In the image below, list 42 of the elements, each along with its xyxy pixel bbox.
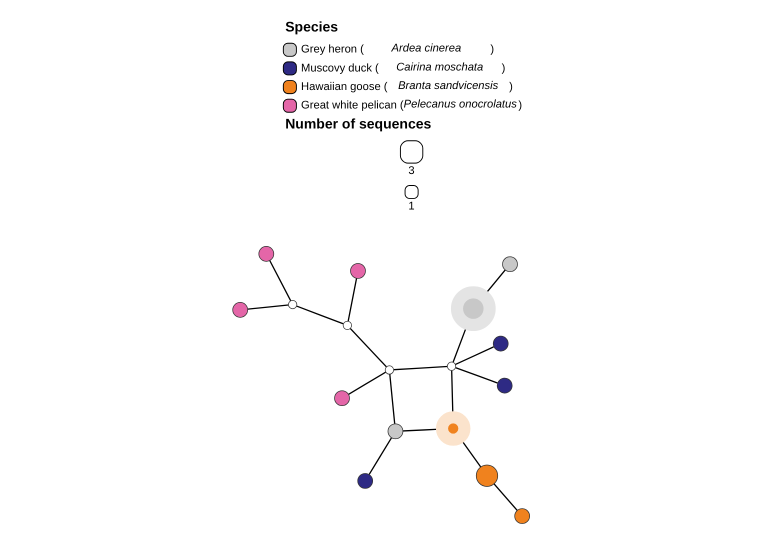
connector bbox=[451, 370, 454, 414]
connector bbox=[452, 327, 467, 362]
node-circle bbox=[357, 473, 374, 489]
connector bbox=[486, 270, 506, 294]
node-circle bbox=[502, 256, 518, 272]
node-circle bbox=[388, 423, 404, 440]
connector bbox=[269, 260, 292, 301]
legend-label: Great white pelican (Pelecanus onocrolatus) bbox=[301, 98, 522, 112]
connector bbox=[368, 437, 392, 475]
node-circle bbox=[514, 508, 530, 524]
connector bbox=[455, 346, 494, 366]
connector bbox=[348, 278, 358, 322]
connector bbox=[494, 483, 518, 511]
legend-label: 1 bbox=[408, 200, 415, 212]
connector bbox=[350, 328, 387, 368]
node-circle bbox=[334, 390, 350, 406]
node-circle bbox=[384, 365, 394, 375]
legend-label: Muscovy duck (Cairina moschata) bbox=[301, 61, 506, 74]
node-circle bbox=[342, 320, 352, 330]
node-circle bbox=[496, 378, 513, 394]
connector bbox=[402, 428, 438, 432]
connector bbox=[296, 305, 344, 324]
connector bbox=[389, 374, 396, 424]
node-circle bbox=[350, 263, 366, 279]
node-circle bbox=[447, 362, 456, 371]
node-circle bbox=[476, 464, 498, 487]
node-circle bbox=[232, 302, 248, 318]
connector bbox=[348, 372, 386, 395]
connector bbox=[461, 440, 482, 468]
legend-label: Hawaiian goose (Branta sandvicensis) bbox=[301, 80, 513, 93]
label: Species bbox=[285, 18, 338, 35]
legend-label: 3 bbox=[408, 164, 415, 177]
legend-label: Grey heron (Ardea cinerea) bbox=[301, 42, 494, 56]
node-circle bbox=[288, 300, 298, 310]
connector bbox=[394, 366, 448, 370]
node-circle bbox=[492, 336, 509, 352]
node-circle bbox=[258, 246, 274, 262]
connector bbox=[456, 367, 498, 384]
node-circle bbox=[450, 286, 496, 331]
label: Number of sequences bbox=[285, 116, 432, 132]
connector bbox=[248, 304, 288, 310]
node-circle bbox=[436, 411, 470, 446]
